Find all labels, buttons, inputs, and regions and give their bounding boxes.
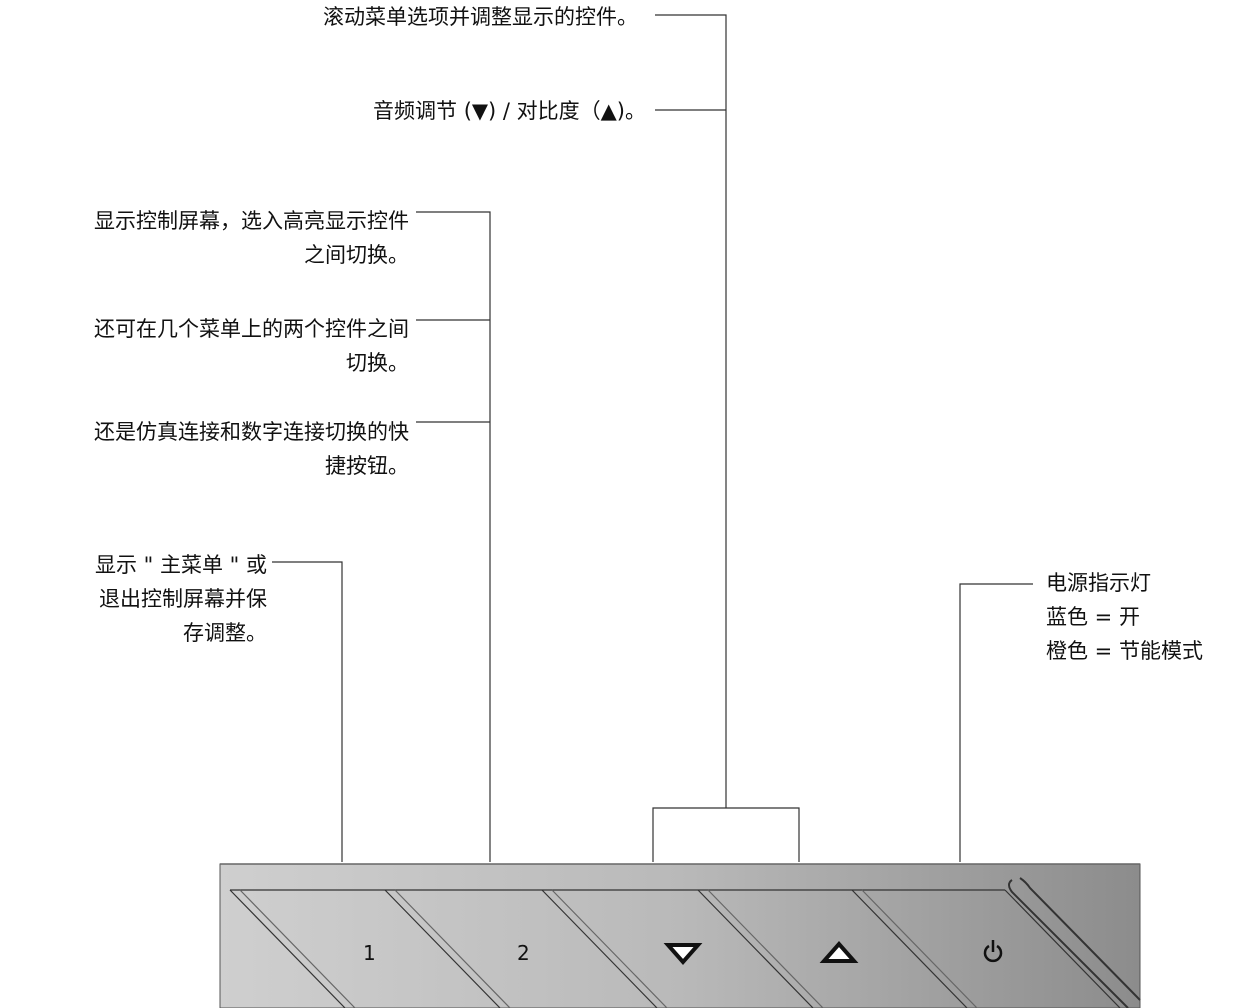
callout-button1-line3: 存调整。 (183, 621, 267, 645)
callout-button2-c-line1: 还是仿真连接和数字连接切换的快 (94, 420, 409, 444)
callout-button2-c-line2: 捷按钮。 (325, 454, 409, 478)
callout-power-line1: 电源指示灯 (1046, 571, 1151, 595)
triangle-down-icon (663, 943, 703, 966)
monitor-bezel (219, 863, 1141, 1008)
callout-button1: 显示 " 主菜单 " 或 退出控制屏幕并保 存调整。 (95, 548, 267, 650)
leader-lines (272, 14, 1033, 862)
callout-button2-b-line1: 还可在几个菜单上的两个控件之间 (94, 317, 409, 341)
callout-button2-c: 还是仿真连接和数字连接切换的快 捷按钮。 (94, 415, 409, 483)
button-2-label: 2 (517, 941, 530, 965)
callout-button1-line1: 显示 " 主菜单 " 或 (94, 553, 267, 577)
callout-audio-contrast: 音频调节 (▼) / 对比度（▲)。 (373, 94, 646, 128)
callout-button2-a: 显示控制屏幕，选入高亮显示控件 之间切换。 (94, 204, 409, 272)
callout-power-line2: 蓝色 = 开 (1046, 605, 1140, 629)
button-1-label: 1 (363, 941, 376, 965)
callout-controls-text: 滚动菜单选项并调整显示的控件。 (323, 5, 638, 29)
callout-controls: 滚动菜单选项并调整显示的控件。 (323, 0, 638, 34)
callout-power: 电源指示灯 蓝色 = 开 橙色 = 节能模式 (1046, 566, 1203, 668)
triangle-up-icon (819, 940, 859, 963)
callout-button2-b-line2: 切换。 (346, 351, 409, 375)
callout-power-line3: 橙色 = 节能模式 (1046, 639, 1203, 663)
callout-audio-contrast-text: 音频调节 (▼) / 对比度（▲)。 (373, 99, 646, 123)
callout-button1-line2: 退出控制屏幕并保 (99, 587, 267, 611)
callout-button2-a-line1: 显示控制屏幕，选入高亮显示控件 (94, 209, 409, 233)
button-segments (229, 877, 1141, 1008)
power-icon (983, 940, 1003, 963)
callout-button2-a-line2: 之间切换。 (304, 243, 409, 267)
callout-button2-b: 还可在几个菜单上的两个控件之间 切换。 (94, 312, 409, 380)
